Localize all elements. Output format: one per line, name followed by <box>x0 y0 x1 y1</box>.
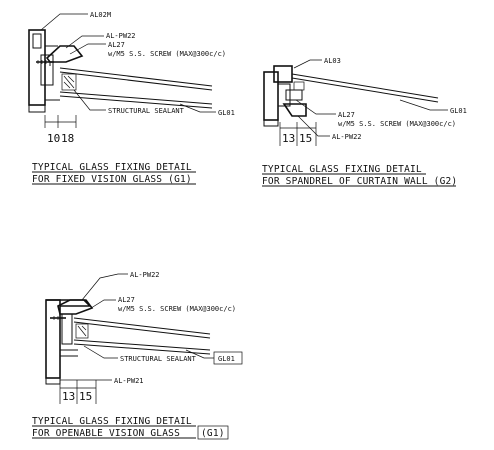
mullion-profile-al03 <box>263 65 293 127</box>
callout-al02m: AL02M <box>90 11 111 19</box>
detail-spandrel-curtain-wall: AL03 GL01 AL27 w/M5 S.S. SCREW (MAX@300c… <box>262 57 467 187</box>
screw-m5 <box>36 60 54 64</box>
detail-fixed-vision-glass: AL02M AL-PW22 AL27 w/M5 S.S. SCREW (MAX@… <box>28 11 235 185</box>
callout-al-pw22: AL-PW22 <box>106 32 136 40</box>
title-line-1-open: TYPICAL GLASS FIXING DETAIL <box>32 416 192 427</box>
title-line-2-open: FOR OPENABLE VISION GLASS <box>32 428 180 439</box>
mullion-profile-al02m <box>28 29 60 113</box>
dimension-detail-1 <box>44 115 77 128</box>
dimension-value-1-open: 13 <box>62 390 75 403</box>
callout-gl01-open: GL01 <box>218 355 235 363</box>
dimension-value-2-g2: 15 <box>299 132 312 145</box>
glass-unit-gl01-g2 <box>291 73 439 103</box>
callout-gl01-g2: GL01 <box>450 107 467 115</box>
leaders-detail-1 <box>40 13 216 113</box>
title-line-1-g2: TYPICAL GLASS FIXING DETAIL <box>262 164 422 175</box>
callout-screw-g2: w/M5 S.S. SCREW (MAX@300c/c) <box>338 120 456 128</box>
callout-al27-g2: AL27 <box>338 111 355 119</box>
callout-structural-sealant-open: STRUCTURAL SEALANT <box>120 355 197 363</box>
callout-al27-open: AL27 <box>118 296 135 304</box>
leaders-detail-3 <box>60 273 214 381</box>
callout-screw-open: w/M5 S.S. SCREW (MAX@300c/c) <box>118 305 236 313</box>
title-line-2: FOR FIXED VISION GLASS (G1) <box>32 174 192 185</box>
dimension-detail-2 <box>279 122 317 146</box>
mullion-profile-openable <box>45 299 92 385</box>
pressure-plate-al-pw22-open <box>57 299 94 315</box>
leaders-detail-2 <box>293 59 448 137</box>
callout-al03: AL03 <box>324 57 341 65</box>
callout-al-pw22-open: AL-PW22 <box>130 271 160 279</box>
callout-al-pw22-g2: AL-PW22 <box>332 133 362 141</box>
dimension-value-1: 10 <box>47 132 60 145</box>
glass-unit-gl01 <box>59 67 213 109</box>
callout-gl01: GL01 <box>218 109 235 117</box>
pressure-plate-al-pw22-g2 <box>282 89 307 117</box>
callout-structural-sealant: STRUCTURAL SEALANT <box>108 107 185 115</box>
dimension-detail-3 <box>59 380 97 404</box>
dimension-value-2: 18 <box>61 132 74 145</box>
title-tag-open: (G1) <box>201 428 225 439</box>
dimension-value-2-open: 15 <box>79 390 92 403</box>
dimension-value-1-g2: 13 <box>282 132 295 145</box>
detail-openable-vision-glass: AL-PW22 AL27 w/M5 S.S. SCREW (MAX@300c/c… <box>32 271 243 440</box>
pressure-plate-al-pw22 <box>45 45 84 66</box>
title-line-2-g2: FOR SPANDREL OF CURTAIN WALL (G2) <box>262 176 457 187</box>
callout-al27: AL27 <box>108 41 125 49</box>
callout-al-pw21: AL-PW21 <box>114 377 144 385</box>
callout-screw: w/M5 S.S. SCREW (MAX@300c/c) <box>108 50 226 58</box>
title-line-1: TYPICAL GLASS FIXING DETAIL <box>32 162 192 173</box>
glass-unit-gl01-open <box>73 317 211 355</box>
screw-m5-open <box>50 316 66 320</box>
